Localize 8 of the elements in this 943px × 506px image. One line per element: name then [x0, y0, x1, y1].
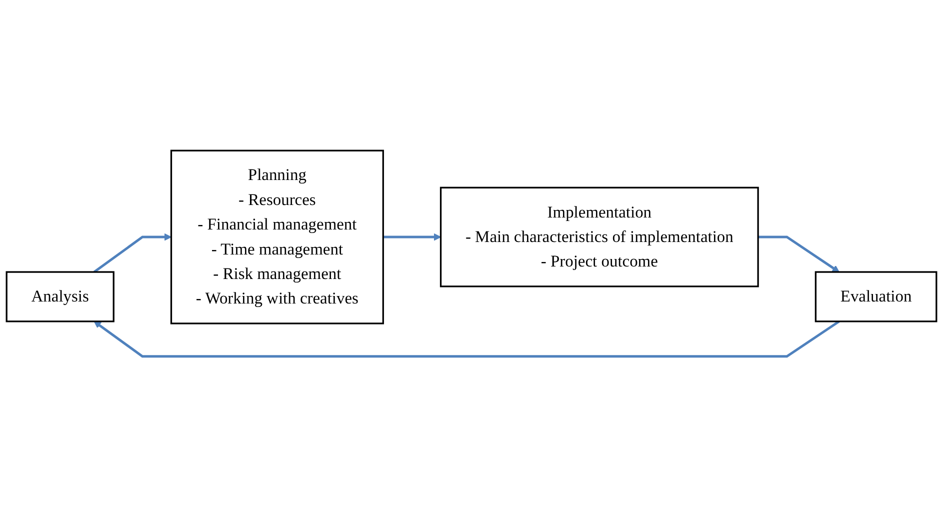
- node-box: Implementation - Main characteristics of implementation - Project outcome: [440, 186, 759, 287]
- node-box: Planning - Resources - Financial management - Time management - Risk management - Working with creatives: [170, 149, 384, 324]
- arrow: [383, 232, 442, 240]
- arrow: [94, 320, 840, 358]
- node-box: Analysis: [6, 270, 114, 322]
- arrow: [758, 235, 840, 272]
- node-box: Evaluation: [814, 270, 938, 322]
- arrow: [93, 232, 172, 273]
